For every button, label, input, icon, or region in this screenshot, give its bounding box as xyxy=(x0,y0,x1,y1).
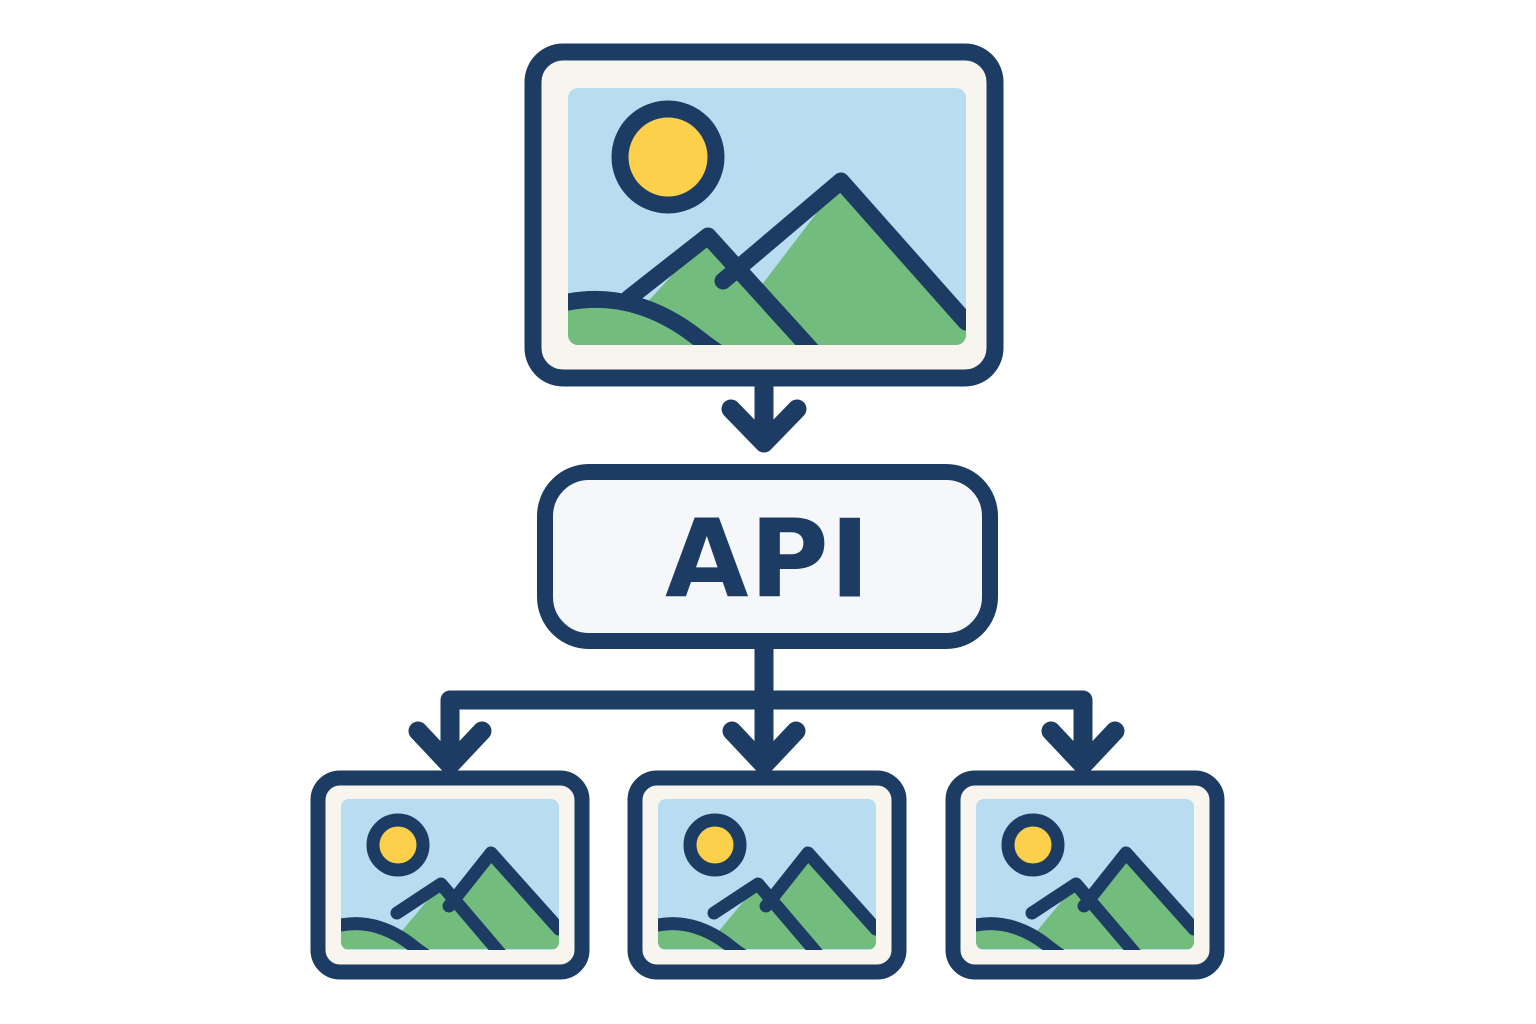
arrow-down-icon xyxy=(408,721,492,775)
sun-icon xyxy=(1001,813,1065,877)
mountain-outline-front xyxy=(620,227,834,345)
output-image-2[interactable] xyxy=(627,770,907,980)
arrow-down-icon xyxy=(722,721,806,775)
mountain-outline-back xyxy=(759,846,876,936)
hill-outline xyxy=(658,917,767,950)
arrow-api-to-output-3 xyxy=(1041,700,1125,775)
arrow-down-icon xyxy=(721,399,807,453)
mountain-outline-front xyxy=(707,877,828,950)
api-label: API xyxy=(665,498,871,623)
mountain-outline-front xyxy=(1025,877,1146,950)
arrow-api-to-output-2 xyxy=(722,700,806,775)
mountain-shape-front xyxy=(1022,884,1130,949)
hill-outline xyxy=(976,917,1085,950)
sun-icon xyxy=(611,100,725,214)
output-image-1[interactable] xyxy=(310,770,590,980)
api-box xyxy=(537,464,998,649)
mountain-outline-back xyxy=(1077,846,1194,936)
mountain-shape-front xyxy=(387,884,495,949)
arrow-api-to-outputs xyxy=(408,641,1125,775)
hill-outline xyxy=(341,917,450,950)
source-image-content xyxy=(568,88,966,345)
connector-layer xyxy=(408,378,1125,775)
mountain-outline-back xyxy=(442,846,559,936)
arrow-api-to-output-1 xyxy=(408,700,492,775)
output-image-1-content xyxy=(341,799,559,950)
mountain-outline-back xyxy=(714,172,966,331)
hill-outline xyxy=(568,290,761,345)
output-image-3[interactable] xyxy=(945,770,1225,980)
api-node[interactable]: API xyxy=(537,464,998,649)
source-image[interactable] xyxy=(524,43,1004,387)
mountain-outline-front xyxy=(390,877,511,950)
output-image-2-content xyxy=(658,799,876,950)
sun-icon xyxy=(683,813,747,877)
mountain-shape-front xyxy=(704,884,812,949)
output-image-3-content xyxy=(976,799,1194,950)
sun-icon xyxy=(366,813,430,877)
arrow-down-icon xyxy=(1041,721,1125,775)
arrow-source-to-api xyxy=(721,378,807,453)
